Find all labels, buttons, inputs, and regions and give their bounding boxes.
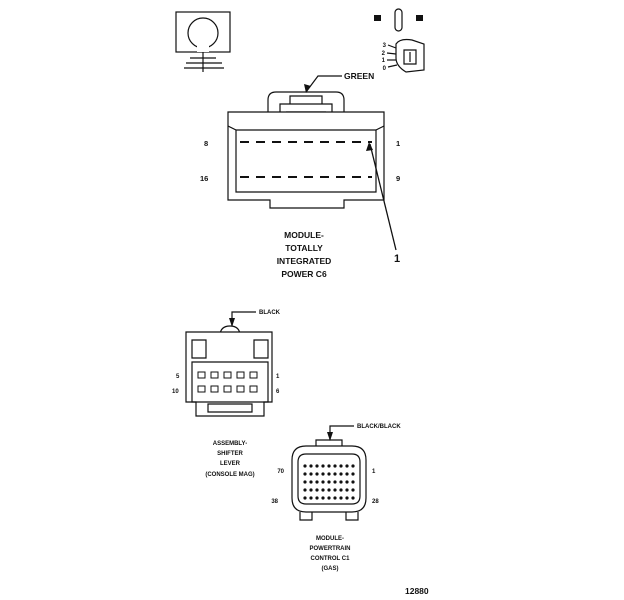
mtip-pin-label-bottom-left: 16 xyxy=(200,174,208,183)
mtip-name-line-3: INTEGRATED xyxy=(277,256,332,266)
shifter-name-line-1: ASSEMBLY- xyxy=(213,441,247,447)
rotation-icon xyxy=(175,11,231,72)
ignition-position-1: 1 xyxy=(382,58,386,64)
shifter-pin-label-bottom-right: 6 xyxy=(276,389,280,395)
mtip-name-line-2: TOTALLY xyxy=(285,243,323,253)
mtip-lock-color-label: GREEN xyxy=(344,71,374,81)
mtip-name-line-1: MODULE- xyxy=(284,230,324,240)
pcm-c1-connector: 70 1 38 28 BLACK/BLACK MODULE- POWERTRAI… xyxy=(271,424,401,572)
figure-id: 12880 xyxy=(405,586,429,596)
ignition-position-0: 0 xyxy=(383,66,387,72)
pcm-name-line-3: CONTROL C1 xyxy=(311,556,351,562)
pcm-name-line-4: (GAS) xyxy=(322,566,339,572)
pcm-pin-label-bottom-right: 28 xyxy=(372,499,379,505)
ignition-position-3: 3 xyxy=(383,43,387,49)
shifter-pin-label-top-left: 5 xyxy=(176,374,180,380)
shifter-name-line-2: SHIFTER xyxy=(217,451,243,457)
pcm-pin-label-bottom-left: 38 xyxy=(271,499,278,505)
shifter-connector: 5 1 10 6 BLACK ASSEMBLY- SHIFTER LEVER (… xyxy=(172,310,281,478)
shifter-name-line-4: (CONSOLE MAG) xyxy=(205,472,254,478)
pcm-lock-color-label: BLACK/BLACK xyxy=(357,424,401,430)
shifter-pin-grid xyxy=(197,371,258,393)
ignition-switch-icon: 3 2 1 0 xyxy=(374,8,425,73)
mtip-pin-label-bottom-right: 9 xyxy=(396,174,400,183)
pcm-pin-label-top-right: 1 xyxy=(372,469,376,475)
shifter-pin-label-bottom-left: 10 xyxy=(172,389,179,395)
mtip-pin-label-top-left: 8 xyxy=(204,139,208,148)
mtip-callout-number: 1 xyxy=(394,253,400,265)
ignition-position-2: 2 xyxy=(382,51,386,57)
pcm-name-line-1: MODULE- xyxy=(316,536,344,542)
shifter-pin-label-top-right: 1 xyxy=(276,374,280,380)
pcm-pin-label-top-left: 70 xyxy=(277,469,284,475)
pcm-pin-grid xyxy=(303,464,355,500)
pcm-name-line-2: POWERTRAIN xyxy=(310,546,351,552)
shifter-lock-color-label: BLACK xyxy=(259,310,281,316)
mtip-name-line-4: POWER C6 xyxy=(281,269,327,279)
mtip-pin-label-top-right: 1 xyxy=(396,139,400,148)
mtip-c6-connector: 8 1 16 9 GREEN 1 MODULE- TOTALLY INTEGRA… xyxy=(200,71,400,279)
shifter-name-line-3: LEVER xyxy=(220,461,241,467)
